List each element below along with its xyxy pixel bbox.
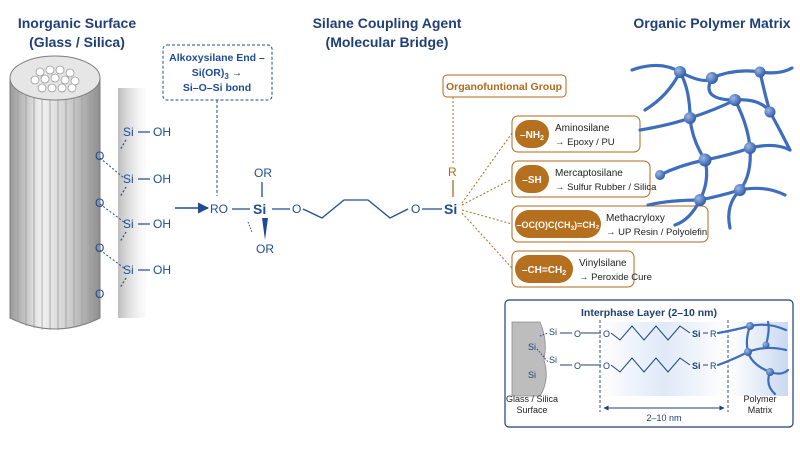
header-inorganic-line1: Inorganic Surface bbox=[18, 15, 136, 31]
surface-group-1: Si OH O bbox=[95, 125, 171, 163]
inset-o: O bbox=[603, 361, 610, 371]
molecule-or-top: OR bbox=[254, 166, 272, 180]
inset-polymer-label-1: Polymer bbox=[743, 394, 776, 404]
surface-o: O bbox=[95, 196, 104, 210]
group-aminosilane: –NH2 Aminosilane → Epoxy / PU bbox=[511, 115, 641, 153]
group-name: Methacryloxy bbox=[606, 213, 665, 224]
molecule-r: R bbox=[448, 165, 457, 179]
surface-si: Si bbox=[123, 125, 134, 139]
badge-tail: )=CH₂ bbox=[574, 220, 599, 230]
alkoxy-line3: Si–O–Si bond bbox=[183, 82, 251, 94]
group-connectors bbox=[461, 132, 513, 269]
header-silane-line2: (Molecular Bridge) bbox=[326, 34, 449, 50]
interphase-inset: Interphase Layer (2–10 nm) Si Si Si Si O… bbox=[504, 299, 794, 428]
badge-sub: 2 bbox=[562, 270, 566, 277]
group-vinylsilane: –CH=CH2 Vinylsilane → Peroxide Cure bbox=[511, 250, 652, 288]
molecule-o-right: O bbox=[411, 202, 420, 216]
inset-si: Si bbox=[528, 370, 536, 380]
group-mercaptosilane: –SH Mercaptosilane → Sulfur Rubber / Sil… bbox=[511, 160, 657, 198]
surface-si: Si bbox=[123, 217, 134, 231]
header-silane-line1: Silane Coupling Agent bbox=[313, 15, 462, 31]
surface-group-3: Si OH O bbox=[95, 217, 171, 255]
inset-surface-label-1: Glass / Silica bbox=[506, 394, 558, 404]
inset-si-right: Si bbox=[692, 329, 701, 339]
inset-r: R bbox=[710, 329, 717, 339]
organofunctional-callout: Organofuntional Group bbox=[442, 74, 567, 163]
polymer-network-illustration bbox=[630, 63, 794, 230]
header-organic: Organic Polymer Matrix bbox=[633, 15, 790, 31]
inset-si: Si bbox=[549, 327, 557, 337]
molecule-si-center: Si bbox=[253, 201, 266, 217]
molecule-ro: RO bbox=[210, 202, 228, 216]
inset-o: O bbox=[574, 361, 581, 371]
group-badge: –OC(O)C(CH3)=CH₂ bbox=[517, 220, 600, 232]
header-inorganic-line2: (Glass / Silica) bbox=[29, 34, 125, 50]
functional-group-list: –NH2 Aminosilane → Epoxy / PU –SH Mercap… bbox=[511, 115, 709, 288]
group-use: → Epoxy / PU bbox=[555, 137, 615, 148]
surface-o: O bbox=[95, 241, 104, 255]
group-badge: –NH2 bbox=[520, 130, 544, 142]
group-badge: –CH=CH2 bbox=[522, 265, 566, 277]
surface-si: Si bbox=[123, 263, 134, 277]
group-badge: –SH bbox=[522, 175, 541, 186]
polymer-crosslink-nodes bbox=[655, 66, 776, 206]
surface-oh: OH bbox=[153, 172, 171, 186]
alkoxysilane-callout: Alkoxysilane End – Si(OR)3 → Si–O–Si bon… bbox=[162, 44, 273, 196]
inset-o: O bbox=[574, 329, 581, 339]
badge-sub: 3 bbox=[571, 225, 575, 232]
organofunctional-label: Organofuntional Group bbox=[446, 81, 562, 93]
badge-main: –OC(O)C(CH bbox=[517, 220, 571, 230]
group-use: → UP Resin / Polyolefin bbox=[606, 227, 707, 238]
group-name: Vinylsilane bbox=[579, 258, 627, 269]
surface-oh: OH bbox=[153, 125, 171, 139]
surface-oh: OH bbox=[153, 263, 171, 277]
glass-fiber-illustration bbox=[9, 55, 146, 330]
group-name: Mercaptosilane bbox=[555, 168, 623, 179]
alkoxy-line1: Alkoxysilane End – bbox=[169, 52, 265, 64]
alkoxy-line2: Si(OR)3 → bbox=[192, 67, 243, 81]
surface-si: Si bbox=[123, 172, 134, 186]
surface-silanol-groups: Si OH O Si OH O Si OH O Si OH O bbox=[95, 125, 171, 301]
group-use: → Sulfur Rubber / Silica bbox=[555, 182, 657, 193]
surface-oh: OH bbox=[153, 217, 171, 231]
alkoxy-line2-sub: 3 bbox=[224, 72, 229, 81]
molecule-o-left: O bbox=[292, 202, 301, 216]
surface-o: O bbox=[95, 287, 104, 301]
surface-o: O bbox=[95, 149, 104, 163]
inset-si-right: Si bbox=[692, 361, 701, 371]
inset-si: Si bbox=[549, 355, 557, 365]
group-methacryloxy: –OC(O)C(CH3)=CH₂ Methacryloxy → UP Resin… bbox=[511, 205, 709, 243]
molecule-si-right: Si bbox=[444, 201, 457, 217]
molecule-or-bottom: OR bbox=[256, 242, 274, 256]
badge-main: –CH=CH bbox=[522, 265, 562, 276]
inset-distance-label: 2–10 nm bbox=[646, 413, 681, 423]
surface-group-4: Si OH O bbox=[95, 263, 171, 301]
group-use: → Peroxide Cure bbox=[579, 272, 652, 283]
surface-group-2: Si OH O bbox=[95, 172, 171, 210]
inset-o: O bbox=[603, 329, 610, 339]
inset-r: R bbox=[710, 361, 717, 371]
interphase-title: Interphase Layer (2–10 nm) bbox=[581, 307, 717, 319]
inset-si: Si bbox=[528, 342, 536, 352]
silane-molecule: RO Si OR OR O O Si R bbox=[210, 165, 457, 256]
alkoxy-line2-tail: → bbox=[229, 67, 242, 79]
group-name: Aminosilane bbox=[555, 123, 610, 134]
inset-polymer-label-2: Matrix bbox=[748, 405, 773, 415]
badge-sub: 2 bbox=[540, 135, 544, 142]
inset-surface-label-2: Surface bbox=[516, 405, 547, 415]
alkoxy-line2-main: Si(OR) bbox=[192, 67, 225, 79]
badge-main: –NH bbox=[520, 130, 540, 141]
